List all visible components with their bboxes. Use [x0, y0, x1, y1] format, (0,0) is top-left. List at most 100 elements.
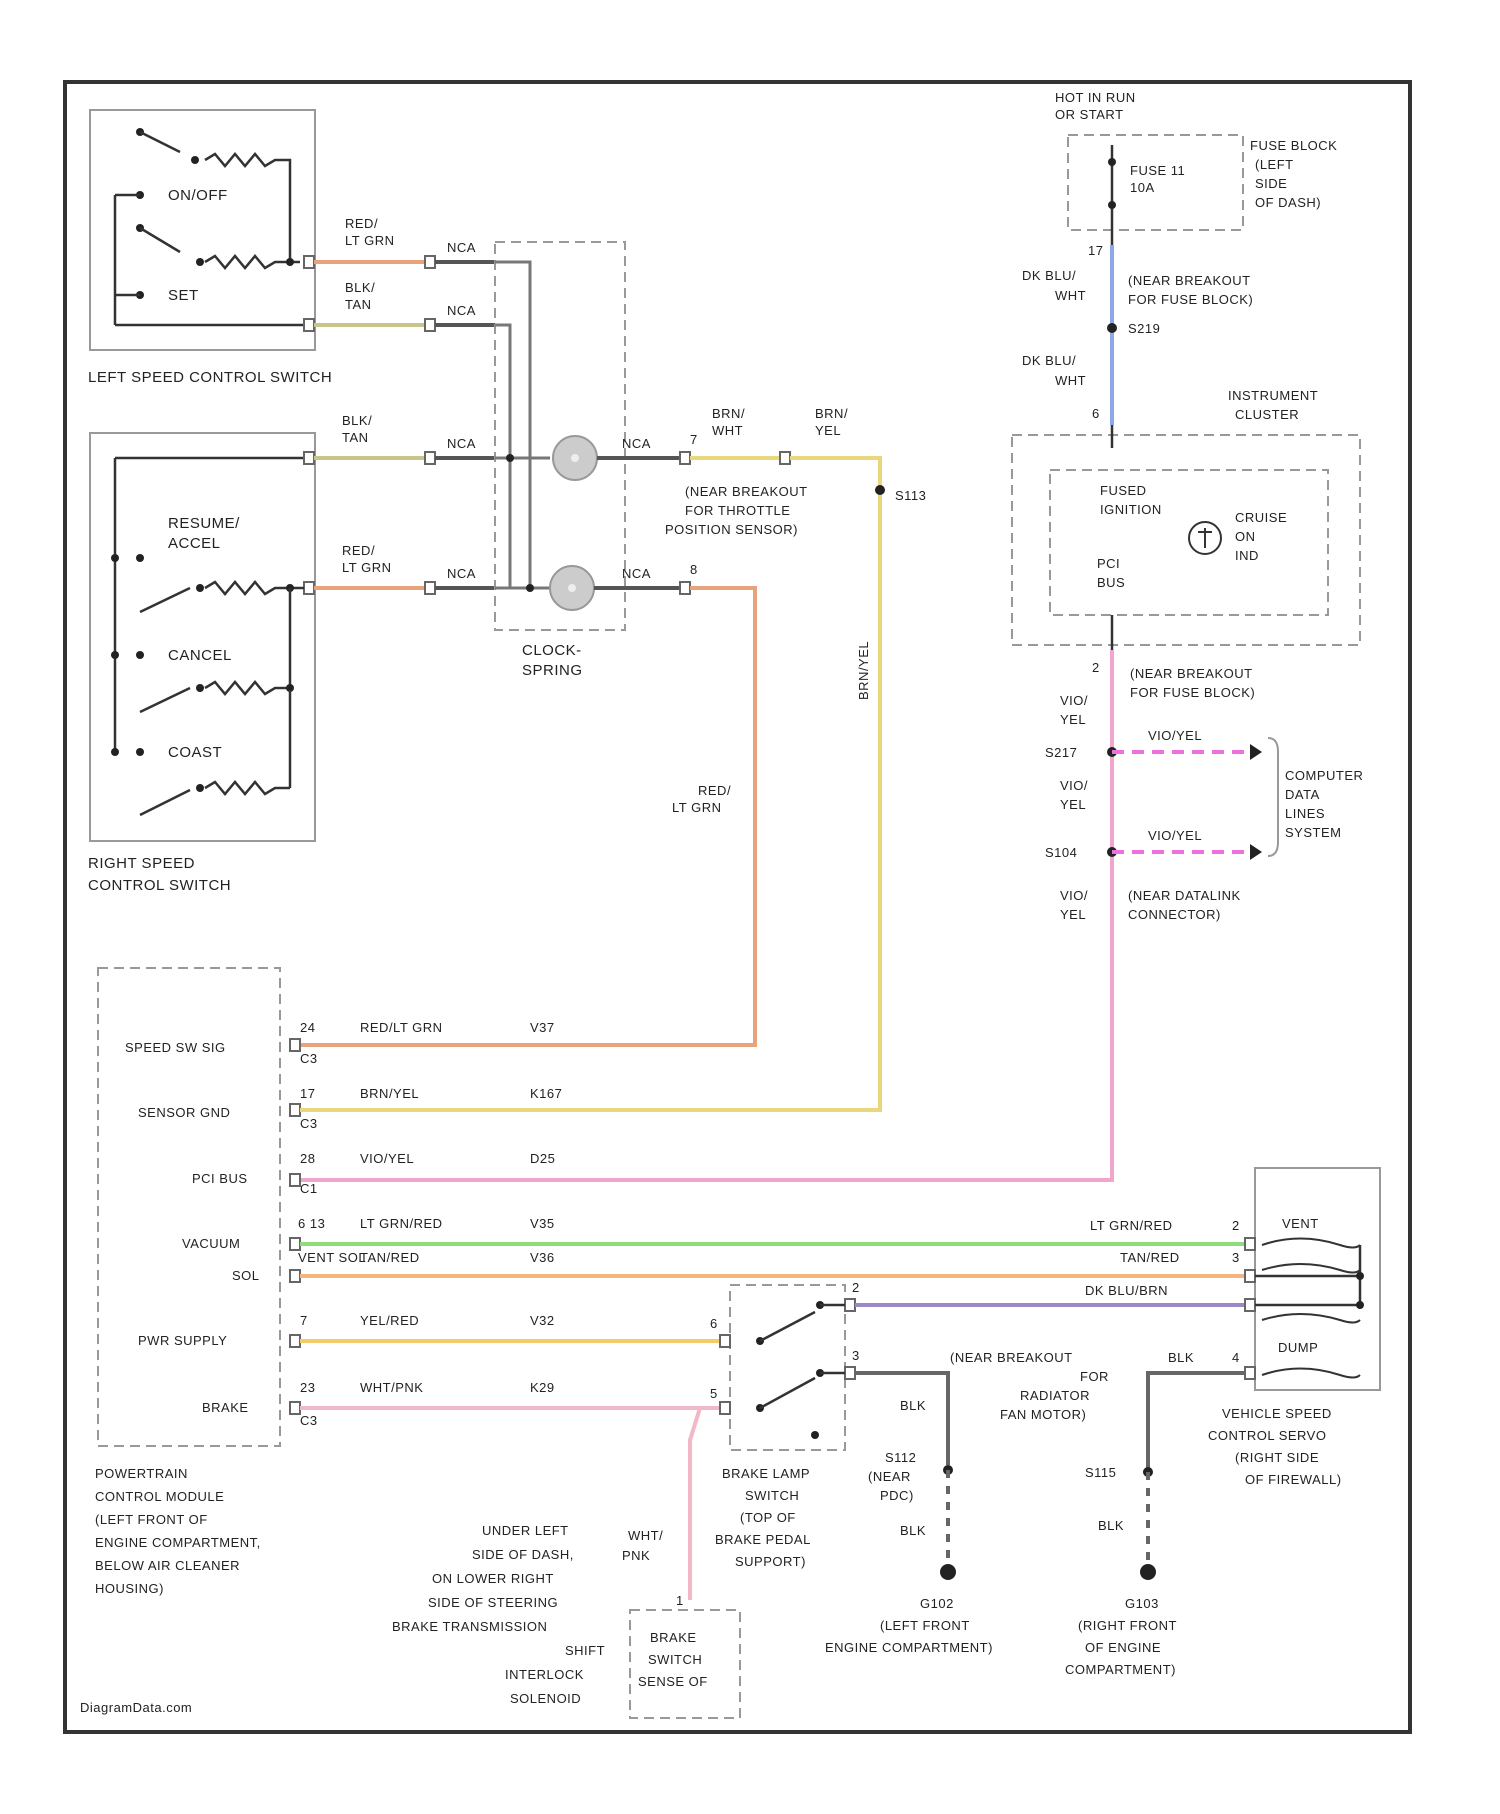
clockspring-label: CLOCK-SPRING: [522, 642, 583, 679]
svg-text:6 13: 6 13: [298, 1216, 325, 1231]
clockspring: NCA 7 NCA 8: [495, 242, 698, 630]
nca-1: NCA: [447, 240, 476, 255]
cs-nca-2: NCA: [622, 566, 651, 581]
pcm-speed-sw: SPEED SW SIG: [125, 1040, 226, 1055]
svg-text:V37: V37: [530, 1020, 555, 1035]
left-switch-title: LEFT SPEED CONTROL SWITCH: [88, 369, 332, 386]
vio-yel-2: VIO/YEL: [1060, 778, 1088, 812]
right-speed-control-switch: RESUME/ACCEL CANCEL COAST: [90, 433, 315, 841]
svg-text:3: 3: [852, 1348, 860, 1363]
svg-text:BLK: BLK: [1168, 1350, 1194, 1365]
s219-note: (NEAR BREAKOUTFOR FUSE BLOCK): [1128, 273, 1253, 307]
svg-text:2: 2: [1232, 1218, 1240, 1233]
instrument-cluster-box: [1012, 435, 1360, 645]
nca-3: NCA: [447, 436, 476, 451]
svg-text:28: 28: [300, 1151, 315, 1166]
left-switch-box: [90, 110, 315, 350]
svg-text:C1: C1: [300, 1181, 318, 1196]
fuse-block-box: [1068, 135, 1243, 230]
svg-text:BLK: BLK: [900, 1523, 926, 1538]
cs-pin-7: 7: [690, 432, 698, 447]
ground-note: (NEAR BREAKOUTFORRADIATORFAN MOTOR): [950, 1350, 1109, 1422]
servo-title: VEHICLE SPEEDCONTROL SERVO(RIGHT SIDEOF …: [1208, 1406, 1342, 1487]
rw2-label: RED/LT GRN: [342, 543, 391, 575]
svg-text:K29: K29: [530, 1380, 555, 1395]
s115-label: S115: [1085, 1465, 1116, 1480]
s104-label: S104: [1045, 845, 1077, 860]
svg-text:6: 6: [710, 1316, 718, 1331]
svg-text:2: 2: [852, 1280, 860, 1295]
svg-text:17: 17: [300, 1086, 315, 1101]
watermark: DiagramData.com: [80, 1700, 192, 1715]
brn-yel-vertical-label: BRN/YEL: [856, 641, 871, 700]
brake-lamp-switch-box: [730, 1285, 845, 1450]
dkblu-label-2: DK BLU/WHT: [1022, 353, 1086, 388]
pcm-brake: BRAKE: [202, 1400, 249, 1415]
right-switch-box: [90, 433, 315, 841]
pcm-pwr-supply: PWR SUPPLY: [138, 1333, 227, 1348]
cs-pin-8: 8: [690, 562, 698, 577]
svg-text:C3: C3: [300, 1051, 318, 1066]
svg-text:V32: V32: [530, 1313, 555, 1328]
nca-2: NCA: [447, 303, 476, 318]
wire-brn-yel-vertical: [790, 458, 880, 1108]
svg-text:C3: C3: [300, 1116, 318, 1131]
nca-4: NCA: [447, 566, 476, 581]
svg-text:BLK: BLK: [900, 1398, 926, 1413]
rw1-label: BLK/TAN: [342, 413, 372, 445]
dkblu-label-1: DK BLU/WHT: [1022, 268, 1086, 303]
svg-text:23: 23: [300, 1380, 315, 1395]
fuse-pin-17: 17: [1088, 243, 1103, 258]
pcm-sol: SOL: [232, 1268, 260, 1283]
resume-accel-label: RESUME/ACCEL: [168, 515, 240, 552]
vio-yel-1: VIO/YEL: [1060, 693, 1088, 727]
pcm-title: POWERTRAINCONTROL MODULE(LEFT FRONT OFEN…: [95, 1466, 261, 1596]
wire-vio-yel-main: [300, 650, 1112, 1180]
fuse-block-label: FUSE BLOCK(LEFTSIDEOF DASH): [1250, 138, 1337, 210]
s219-label: S219: [1128, 321, 1160, 336]
svg-text:1: 1: [676, 1593, 684, 1608]
w-vio-yel: VIO/YEL: [360, 1151, 414, 1166]
coast-label: COAST: [168, 744, 222, 761]
servo-lt-grn-red: LT GRN/RED: [1090, 1218, 1173, 1233]
under-dash-note: UNDER LEFTSIDE OF DASH,ON LOWER RIGHTSID…: [392, 1523, 605, 1706]
lw2-label: BLK/TAN: [345, 280, 375, 312]
pcm-vacuum: VACUUM: [182, 1236, 240, 1251]
lw1-label: RED/LT GRN: [345, 216, 394, 248]
pcm-pci-bus: PCI BUS: [192, 1171, 248, 1186]
svg-text:K167: K167: [530, 1086, 562, 1101]
svg-text:D25: D25: [530, 1151, 555, 1166]
w-brn-yel: BRN/YEL: [360, 1086, 419, 1101]
servo-vent: VENT: [1282, 1216, 1319, 1231]
servo-dk-blu-brn: DK BLU/BRN: [1085, 1283, 1168, 1298]
svg-text:C3: C3: [300, 1413, 318, 1428]
power-pin-6: 6: [1092, 406, 1100, 421]
w-wht-pnk: WHT/PNK: [360, 1380, 423, 1395]
cluster-pin-2: 2: [1092, 660, 1100, 675]
s113-label: S113: [895, 488, 926, 503]
svg-text:V36: V36: [530, 1250, 555, 1265]
svg-text:4: 4: [1232, 1350, 1240, 1365]
svg-text:VENT SOL: VENT SOL: [298, 1250, 366, 1265]
svg-text:BLK: BLK: [1098, 1518, 1124, 1533]
vio-yel-3: VIO/YEL: [1060, 888, 1088, 922]
s217-label: S217: [1045, 745, 1077, 760]
w-lt-grn-red: LT GRN/RED: [360, 1216, 443, 1231]
svg-text:3: 3: [1232, 1250, 1240, 1265]
set-label: SET: [168, 287, 199, 304]
